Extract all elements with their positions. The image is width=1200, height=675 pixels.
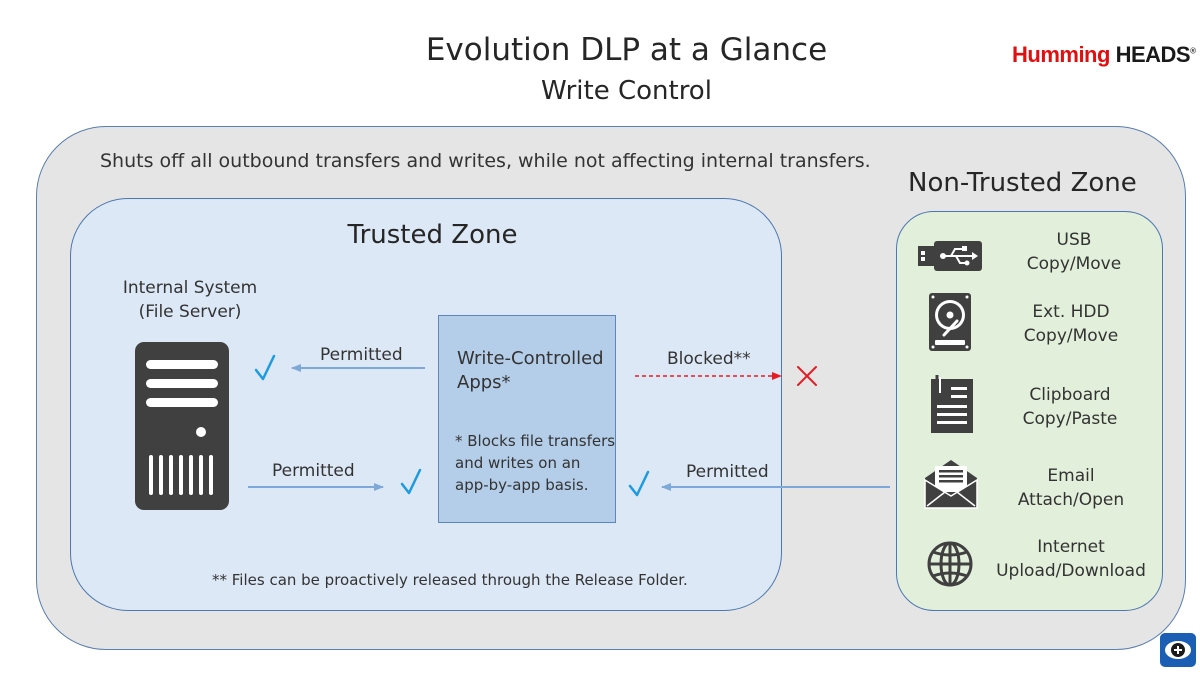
zone-description: Shuts off all outbound transfers and wri… (100, 150, 871, 172)
email-label: Email (1047, 466, 1095, 486)
usb-icon (918, 241, 982, 271)
nontrusted-item-usb: USB Copy/Move (994, 228, 1154, 276)
logo-text-heads: HEADS (1115, 42, 1191, 67)
arrow-label-blocked: Blocked** (667, 349, 751, 369)
nontrusted-item-hdd: Ext. HDD Copy/Move (991, 300, 1151, 348)
check-icon-server (254, 354, 276, 381)
apps-note-line3: app-by-app basis. (455, 476, 589, 494)
arrow-label-external-to-apps: Permitted (686, 462, 769, 482)
trusted-zone-title: Trusted Zone (347, 220, 518, 250)
apps-note: * Blocks file transfers and writes on an… (455, 430, 615, 496)
check-icon-apps-ext (628, 470, 650, 497)
release-folder-footnote: ** Files can be proactively released thr… (212, 571, 688, 589)
globe-icon (927, 541, 973, 587)
usb-label: USB (1056, 230, 1092, 250)
server-icon (135, 342, 229, 510)
server-label-line1: Internal System (122, 278, 258, 298)
apps-title-line2: Apps* (457, 372, 511, 393)
hard-drive-icon (929, 293, 971, 351)
usb-action: Copy/Move (1026, 254, 1122, 274)
hdd-action: Copy/Move (1023, 326, 1119, 346)
internet-action: Upload/Download (996, 561, 1146, 581)
blocked-x-icon (797, 366, 817, 386)
eye-icon (1165, 641, 1191, 659)
hdd-label: Ext. HDD (1032, 302, 1110, 322)
email-action: Attach/Open (1017, 490, 1125, 510)
view-badge-button[interactable] (1160, 633, 1196, 667)
logo-registered-mark: ® (1190, 46, 1196, 56)
arrow-label-server-to-apps: Permitted (272, 461, 355, 481)
logo-text-humming: Humming (1012, 42, 1110, 67)
internet-label: Internet (1037, 537, 1105, 557)
apps-title-line1: Write-Controlled (457, 348, 604, 369)
write-controlled-apps-box (438, 315, 616, 523)
server-label-line2: (File Server) (138, 302, 242, 322)
clipboard-icon (931, 375, 973, 433)
check-icon-apps-in (400, 468, 422, 495)
apps-note-line1: * Blocks file transfers (455, 432, 616, 450)
apps-note-line2: and writes on an (455, 454, 581, 472)
arrow-label-apps-to-server: Permitted (320, 345, 403, 365)
clipboard-label: Clipboard (1029, 385, 1111, 405)
apps-title: Write-Controlled Apps* (457, 347, 604, 395)
nontrusted-item-clipboard: Clipboard Copy/Paste (990, 383, 1150, 431)
page-subtitle: Write Control (541, 76, 712, 106)
nontrusted-item-email: Email Attach/Open (991, 464, 1151, 512)
server-label: Internal System (File Server) (100, 276, 280, 324)
email-icon (924, 460, 978, 509)
nontrusted-zone-title: Non-Trusted Zone (908, 168, 1137, 198)
page-title: Evolution DLP at a Glance (425, 32, 828, 68)
nontrusted-item-internet: Internet Upload/Download (991, 535, 1151, 583)
clipboard-action: Copy/Paste (1022, 409, 1118, 429)
brand-logo: Humming HEADS® (1012, 42, 1196, 68)
